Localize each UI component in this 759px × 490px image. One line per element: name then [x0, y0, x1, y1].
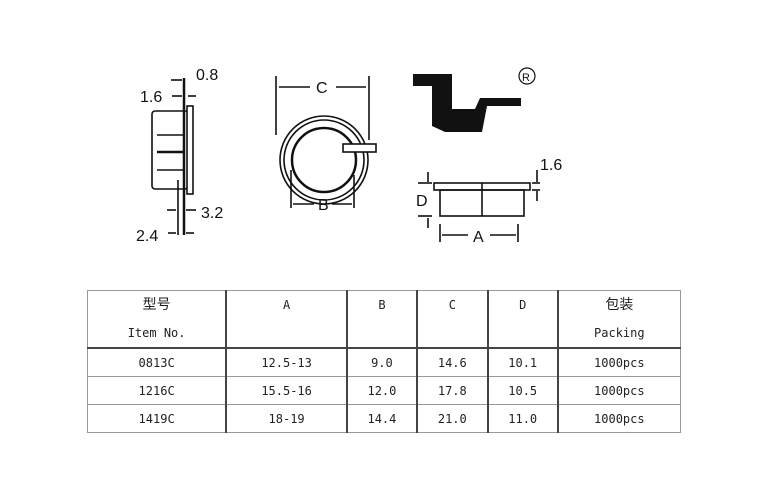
cell: 12.0: [345, 376, 418, 405]
dim-1.6: 1.6: [140, 89, 162, 106]
cell: 1216C: [87, 376, 227, 405]
dim-3.2: 3.2: [201, 205, 223, 222]
cell: 9.0: [345, 347, 418, 377]
cell: 1000pcs: [556, 376, 681, 405]
cell: 1000pcs: [556, 347, 681, 377]
technical-drawing: 0.8 1.6 3.2 2.4 C B R 1.6 D A: [136, 67, 562, 246]
cell: 1000pcs: [556, 404, 681, 433]
cell: 1419C: [87, 404, 227, 433]
cell: 14.4: [345, 404, 418, 433]
header-c: C: [415, 290, 489, 349]
dim-C: C: [316, 80, 328, 97]
brand-logo: R: [413, 67, 536, 132]
cell: 14.6: [415, 347, 489, 377]
svg-text:R: R: [522, 72, 530, 84]
dim-B: B: [318, 197, 329, 214]
header-d: D: [486, 290, 559, 349]
side-view: 0.8 1.6 3.2 2.4: [136, 67, 223, 245]
header-a: A: [225, 290, 348, 349]
cell: 11.0: [486, 404, 559, 433]
dim-0.8: 0.8: [196, 67, 218, 84]
dim-1.6-top: 1.6: [540, 157, 562, 174]
cell: 21.0: [415, 404, 489, 433]
cell: 18-19: [225, 404, 348, 433]
dim-A: A: [473, 229, 484, 246]
cell: 10.1: [486, 347, 559, 377]
cell: 10.5: [486, 376, 559, 405]
cell: 17.8: [415, 376, 489, 405]
section-view: 1.6 D A: [416, 157, 562, 246]
cell: 15.5-16: [225, 376, 348, 405]
cell: 0813C: [87, 347, 227, 377]
dim-2.4: 2.4: [136, 228, 158, 245]
dim-D: D: [416, 193, 428, 210]
header-b: B: [345, 290, 418, 349]
front-view: C B: [275, 76, 377, 214]
cell: 12.5-13: [225, 347, 348, 377]
